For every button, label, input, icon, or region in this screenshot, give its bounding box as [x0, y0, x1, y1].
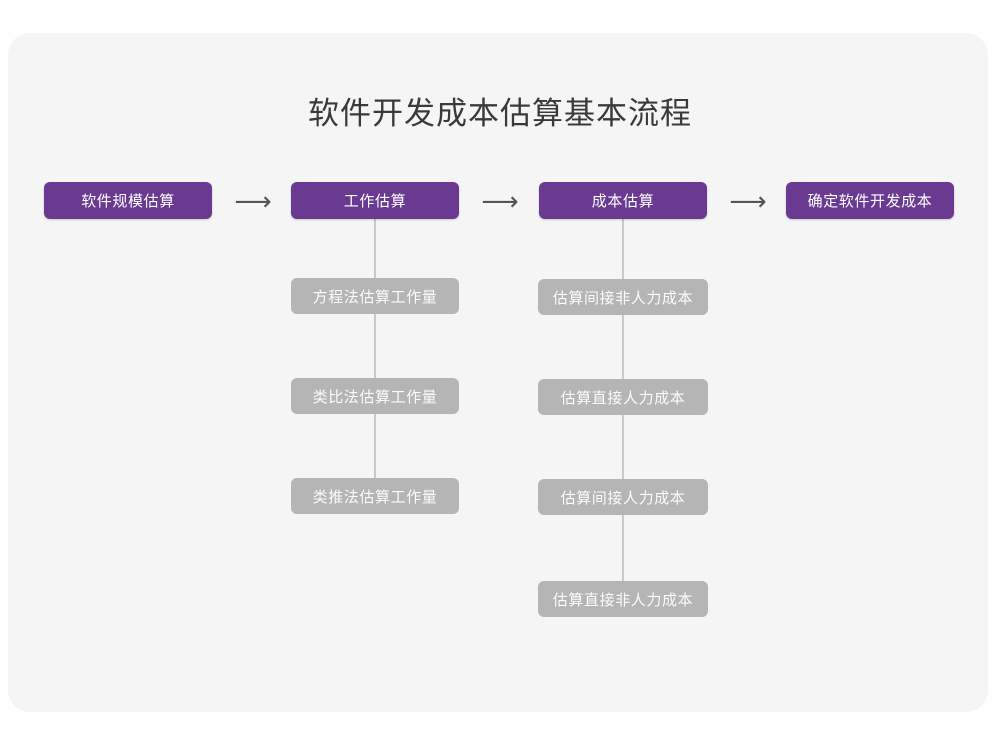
substep-node-label: 估算间接人力成本: [560, 489, 686, 507]
substep-node-stage-2-1[interactable]: 方程法估算工作量: [291, 278, 459, 314]
substep-node-stage-3-3[interactable]: 估算间接人力成本: [538, 479, 708, 515]
flow-node-stage-4[interactable]: 确定软件开发成本: [786, 182, 954, 219]
substep-node-label: 估算间接非人力成本: [552, 289, 694, 307]
substep-node-stage-3-1[interactable]: 估算间接非人力成本: [538, 279, 708, 315]
substep-node-label: 类推法估算工作量: [312, 488, 438, 506]
page-title: 软件开发成本估算基本流程: [308, 96, 692, 131]
flow-arrow-3-to-4: ⟶: [729, 185, 767, 216]
substep-node-label: 方程法估算工作量: [312, 288, 438, 306]
flow-node-label: 确定软件开发成本: [807, 193, 933, 210]
substep-node-label: 估算直接人力成本: [560, 389, 686, 407]
connector-stem-stage-2: [374, 218, 376, 498]
flow-node-stage-2[interactable]: 工作估算: [291, 182, 459, 219]
flow-node-stage-3[interactable]: 成本估算: [539, 182, 707, 219]
flow-node-label: 软件规模估算: [81, 193, 175, 210]
diagram-card: [8, 33, 988, 712]
flow-node-stage-1[interactable]: 软件规模估算: [44, 182, 212, 219]
substep-node-stage-2-3[interactable]: 类推法估算工作量: [291, 478, 459, 514]
flow-node-label: 成本估算: [591, 193, 655, 210]
substep-node-label: 估算直接非人力成本: [552, 591, 694, 609]
flow-arrow-1-to-2: ⟶: [234, 185, 272, 216]
flow-arrow-2-to-3: ⟶: [481, 185, 519, 216]
flow-node-label: 工作估算: [343, 193, 407, 210]
substep-node-stage-3-4[interactable]: 估算直接非人力成本: [538, 581, 708, 617]
substep-node-stage-2-2[interactable]: 类比法估算工作量: [291, 378, 459, 414]
substep-node-label: 类比法估算工作量: [312, 388, 438, 406]
substep-node-stage-3-2[interactable]: 估算直接人力成本: [538, 379, 708, 415]
